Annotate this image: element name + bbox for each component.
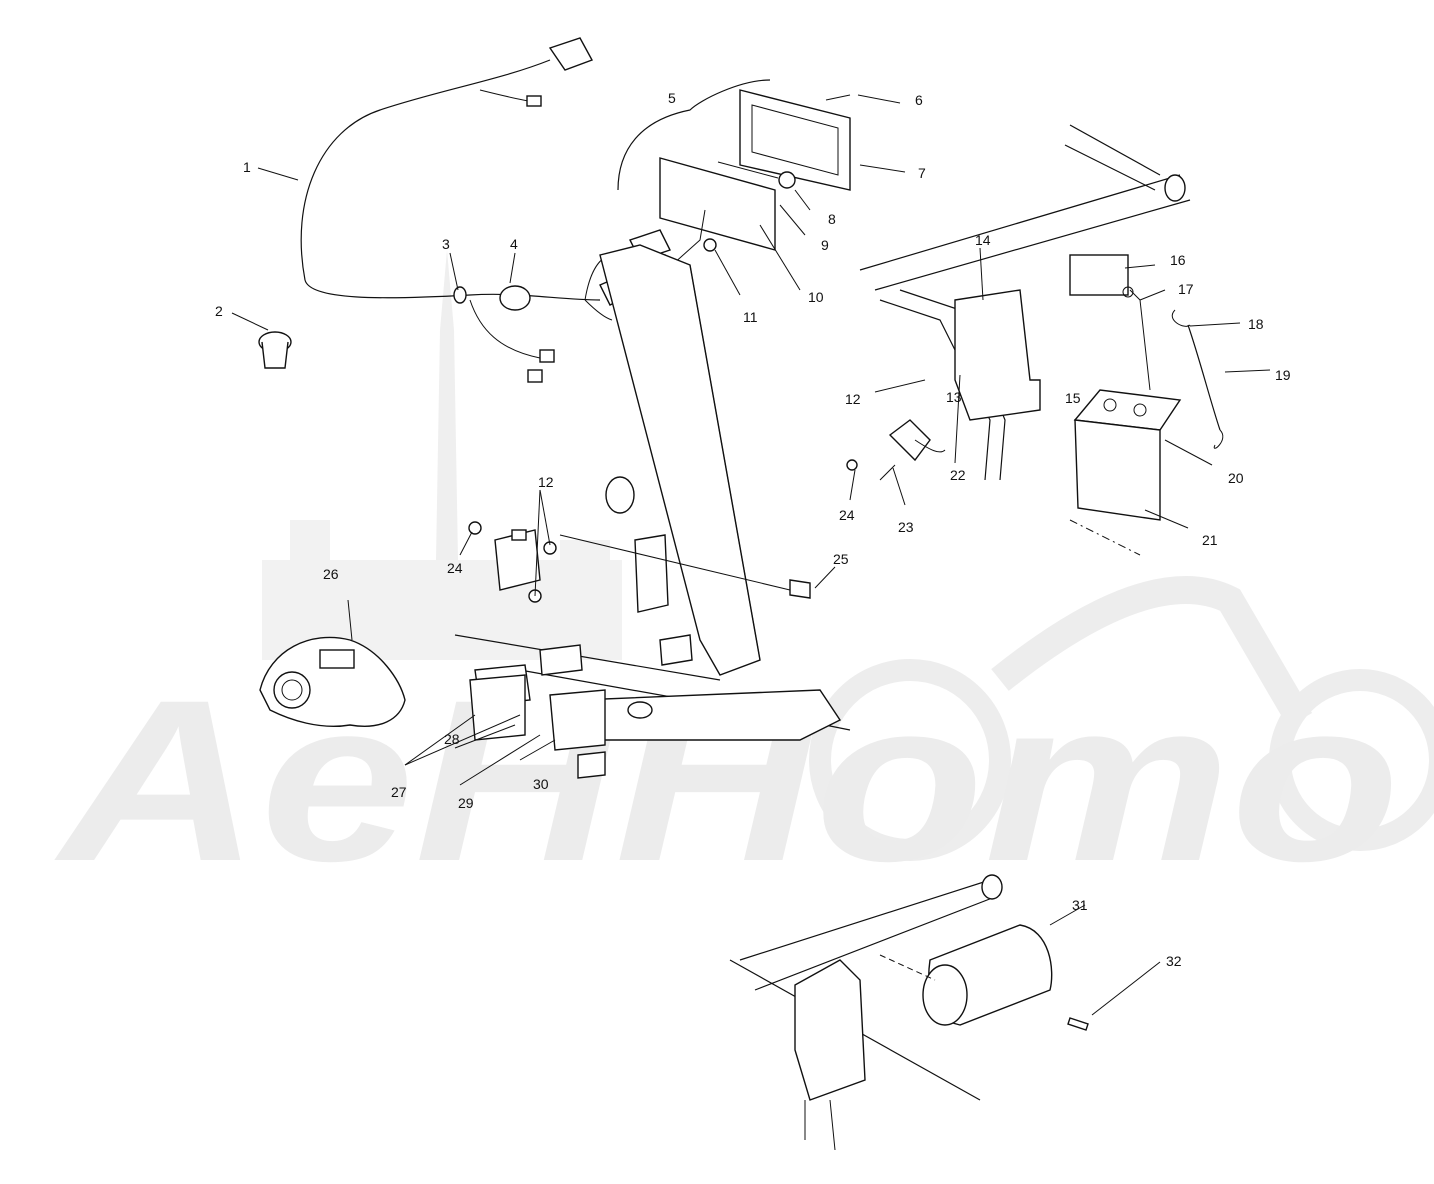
callout-12-lower: 12 [538, 474, 554, 490]
callout-16: 16 [1170, 252, 1186, 268]
callout-30: 30 [533, 776, 549, 792]
callout-21: 21 [1202, 532, 1218, 548]
callout-12-upper: 12 [845, 391, 861, 407]
callout-26: 26 [323, 566, 339, 582]
callout-10: 10 [808, 289, 824, 305]
callout-23: 23 [898, 519, 914, 535]
callout-3: 3 [442, 236, 450, 252]
callout-19: 19 [1275, 367, 1291, 383]
watermark-text: AeHHomo [54, 652, 1400, 909]
callout-13: 13 [946, 389, 962, 405]
watermark: AeHHomo [54, 250, 1434, 909]
callout-4: 4 [510, 236, 518, 252]
callout-labels: 1 2 3 4 5 6 7 8 9 10 11 12 12 13 14 15 1… [215, 90, 1291, 969]
callout-15: 15 [1065, 390, 1081, 406]
callout-27: 27 [391, 784, 407, 800]
callout-6: 6 [915, 92, 923, 108]
callout-20: 20 [1228, 470, 1244, 486]
callout-29: 29 [458, 795, 474, 811]
callout-24-left: 24 [447, 560, 463, 576]
callout-17: 17 [1178, 281, 1194, 297]
leader-lines [231, 94, 1271, 1016]
callout-11: 11 [743, 309, 758, 325]
callout-14: 14 [975, 232, 991, 248]
wiring-harness [300, 37, 671, 383]
callout-18: 18 [1248, 316, 1264, 332]
mounting-plate [559, 244, 811, 676]
callout-2: 2 [215, 303, 223, 319]
callout-32: 32 [1166, 953, 1182, 969]
callout-7: 7 [918, 165, 926, 181]
battery [1069, 286, 1224, 556]
callout-8: 8 [828, 211, 836, 227]
relay-bracket [846, 419, 946, 481]
switch-housing [259, 599, 406, 728]
callout-9: 9 [821, 237, 829, 253]
harness-clip [258, 331, 292, 369]
callout-28: 28 [444, 731, 460, 747]
callout-5: 5 [668, 90, 676, 106]
ignition-coil [468, 521, 557, 603]
callout-31: 31 [1072, 897, 1088, 913]
callout-1: 1 [243, 159, 251, 175]
starter-assembly [729, 874, 1089, 1151]
lower-frame [404, 634, 851, 786]
callout-25: 25 [833, 551, 849, 567]
callout-22: 22 [950, 467, 966, 483]
callout-24-right: 24 [839, 507, 855, 523]
frame-upper [859, 124, 1191, 481]
